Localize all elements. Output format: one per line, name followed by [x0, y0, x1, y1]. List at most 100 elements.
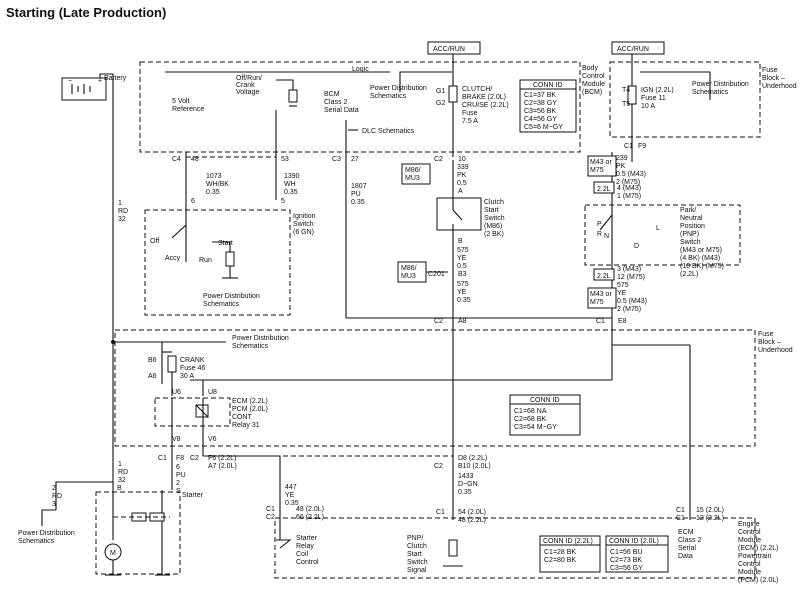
wire-239-3: 0.5 (M43): [616, 171, 646, 178]
c201-option-2: MU3: [401, 273, 416, 280]
ignition-switch-outline: [144, 209, 291, 316]
fuse-top-name-1: Fuse: [762, 67, 778, 74]
wire-1390-1: 1390: [284, 173, 300, 180]
fuse-top-pds-2: Schematics: [692, 89, 729, 96]
clutch-option-box: [401, 163, 431, 185]
ecm-conn1-2: C2=80 BK: [544, 557, 576, 564]
pnp-name-2: Neutral: [680, 215, 703, 222]
clutch-pin-a: A: [458, 188, 463, 195]
bcm-switch-label-3: Voltage: [236, 89, 259, 96]
ecm-num-1: 15 (2.0L): [696, 507, 724, 514]
clutch-option-1: M86/: [405, 167, 421, 174]
wire-239-1: 239: [616, 155, 628, 162]
wire-239-4: 2 (M75): [616, 179, 640, 186]
fbu-fuse-2: Fuse 46: [180, 365, 205, 372]
wire-1807-2: PU: [351, 191, 361, 198]
wire-4-2: 1 (M75): [617, 193, 641, 200]
bcm-conn-2: C2=38 GY: [524, 100, 557, 107]
ign-pos-off: Off: [150, 238, 159, 245]
ecm-pin-c1-b: C1: [676, 515, 685, 522]
ign-pds-1: Power Distribution: [203, 293, 260, 300]
clutch-name-5: (2 BK): [484, 231, 504, 238]
bcm-serial-2: Class 2: [324, 99, 347, 106]
pnp-opt2: 2.2L: [597, 186, 611, 193]
fuse-top-name-2: Block –: [762, 75, 785, 82]
wire-2rd3-1: 2: [52, 485, 56, 492]
relay-pin-u6: U6: [172, 389, 181, 396]
pnp-sig-name-1: PNP/: [407, 535, 423, 542]
pnp-name-3: Position: [680, 223, 705, 230]
ecm-serial-3: Serial: [678, 545, 696, 552]
pnp-sig-name-3: Start: [407, 551, 422, 558]
wire-1rd32-1: 1: [118, 461, 122, 468]
fbu-name-1: Fuse: [758, 331, 774, 338]
relay-31-box: [154, 397, 231, 427]
wire-575c-5: 0.5 (M43): [617, 298, 647, 305]
pin-c3: C3: [332, 156, 341, 163]
relay-name-1: ECM (2.2L): [232, 398, 268, 405]
lower-pin-c2: C2: [190, 455, 199, 462]
ign-fuse-3: 10 A: [641, 103, 655, 110]
wire-575c-1: 3 (M43): [617, 266, 641, 273]
fuse-pin-t5: T5: [622, 101, 630, 108]
bcm-pds-2: Schematics: [370, 93, 407, 100]
wire-1433-2: D−GN: [458, 481, 478, 488]
relay-pin-v8: V8: [172, 436, 181, 443]
bcm-name-1: Body: [582, 65, 598, 72]
bcm-fuse-pin-g2: G2: [436, 100, 445, 107]
lower-pin-f6-1: F6 (2.2L): [208, 455, 236, 462]
ecm-name-4: (ECM) (2.2L): [738, 545, 778, 552]
ecm-num-2: 12 (2.2L): [696, 515, 724, 522]
fbu-conn-title: CONN ID: [530, 397, 560, 404]
ign-fuse-1: IGN (2.2L): [641, 87, 674, 94]
wire-575a-1: 575: [457, 247, 469, 254]
wire-6pu-2: PU: [176, 472, 186, 479]
bcm-fuse-pin-g1: G1: [436, 88, 445, 95]
pin-f9: F9: [638, 143, 646, 150]
pnp-letter-r: R: [597, 231, 602, 238]
bcm-serial-1: BCM: [324, 91, 340, 98]
lower-pin-f6-2: A7 (2.0L): [208, 463, 237, 470]
ecm-name-6: Control: [738, 561, 761, 568]
wire-1807-3: 0.35: [351, 199, 365, 206]
wire-339-3: 0.5: [457, 180, 467, 187]
wire-339-1: 339: [457, 164, 469, 171]
wire-575c-2: 12 (M75): [617, 274, 645, 281]
fbu-pin-c2: C2: [434, 318, 443, 325]
bcm-pds-1: Power Distribution: [370, 85, 427, 92]
pnp-sig-pin: C1: [436, 509, 445, 516]
wire-1073-2: WH/BK: [206, 181, 229, 188]
clutch-name-4: (M86): [484, 223, 502, 230]
ecm-conn2-2: C2=73 BK: [610, 557, 642, 564]
ecm-name-8: (PCM) (2.0L): [738, 577, 778, 584]
coil-pin-c2: C2: [266, 514, 275, 521]
pnp-opt3: 2.2L: [597, 273, 611, 280]
starter-box: [95, 491, 181, 575]
ign-pos-run: Run: [199, 257, 212, 264]
pnp-name-8: (10 BK) (M75): [680, 263, 724, 270]
fbu-conn-3: C3=54 M−GY: [514, 424, 557, 431]
wire-1073-1: 1073: [206, 173, 222, 180]
ecm-name-2: Control: [738, 529, 761, 536]
relay-name-3: CONT: [232, 414, 253, 421]
pnp-name-7: (4 BK) (M43): [680, 255, 720, 262]
relay-name-2: PCM (2.0L): [232, 406, 268, 413]
ign-pos-accy: Accy: [165, 255, 181, 262]
fbu-conn-2: C2=68 BK: [514, 416, 546, 423]
wire-1807-1: 1807: [351, 183, 367, 190]
fuse-block-underhood-outline: [114, 329, 756, 447]
ign-name-3: (6 GN): [293, 229, 314, 236]
bcm-conn-4: C4=56 GY: [524, 116, 557, 123]
pin-c4: C4: [172, 156, 181, 163]
dlc-schematics: DLC Schematics: [362, 128, 415, 135]
ign-fuse-2: Fuse 11: [641, 95, 666, 102]
clutch-pin-b: B: [458, 238, 463, 245]
c201-label: C201: [428, 271, 445, 278]
wire-447-2: YE: [285, 492, 295, 499]
starter-pds-1: Power Distribution: [18, 530, 75, 537]
fbu-fuse-pin-a6: A6: [148, 373, 157, 380]
ecm-conn1-title: CONN ID (2.2L): [543, 538, 593, 545]
wire-447-1: 447: [285, 484, 297, 491]
pnp-opt4-1: M43 or: [590, 291, 612, 298]
